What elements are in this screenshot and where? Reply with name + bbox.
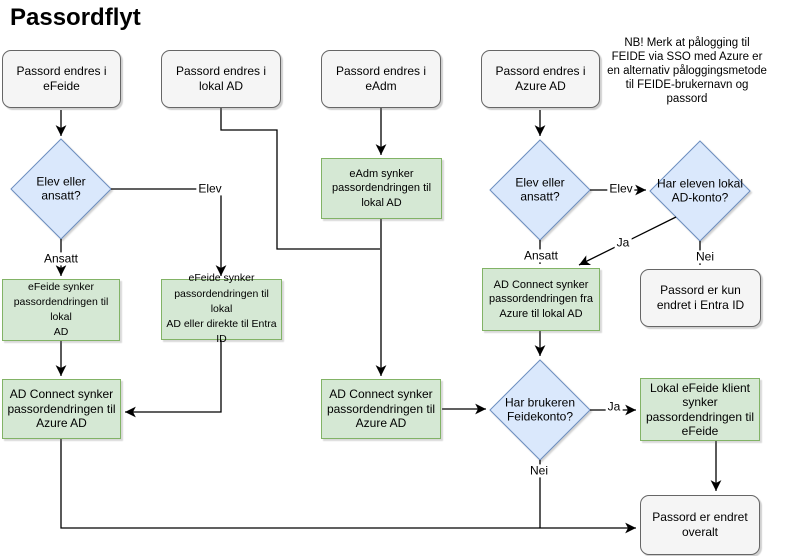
edge-adconnect-left-to-overalt [60, 439, 636, 534]
edge-label-ansatt-right: Ansatt [521, 248, 561, 263]
edge-efeide-entra-to-adconnect [124, 340, 222, 418]
edge-label-ansatt-left: Ansatt [41, 251, 81, 266]
edge-label-nei-feidekonto: Nei [527, 463, 551, 478]
node-efeide-synk-lokal-ad: eFeide synker passordendringen til lokal… [2, 279, 120, 341]
edge-elev-left-to-efeide-entra [111, 188, 227, 276]
edge-label-elev-right: Elev [607, 181, 635, 196]
decision-elev-lokal-adkonto-shape [649, 140, 751, 242]
node-start-efeide: Passord endres i eFeide [2, 50, 121, 108]
node-start-eadm: Passord endres i eAdm [321, 50, 441, 108]
node-adconnect-til-azure-left: AD Connect synker passordendringen til A… [2, 379, 121, 439]
edge-label-ja-feidekonto: Ja [605, 399, 623, 414]
edge-label-ja-diagonal: Ja [614, 235, 632, 250]
note-text: NB! Merk at pålogging til FEIDE via SSO … [607, 37, 767, 105]
node-start-azure-ad: Passord endres i Azure AD [481, 50, 600, 108]
node-result-entra-only: Passord er kun endret i Entra ID [640, 269, 761, 327]
node-result-overalt: Passord er endret overalt [640, 495, 760, 555]
edge-lokalad-merge [220, 108, 380, 250]
node-lokal-efeide-klient: Lokal eFeide klient synker passordendrin… [640, 378, 760, 441]
edge-label-elev-left: Elev [196, 181, 224, 196]
decision-feidekonto-shape [489, 359, 591, 461]
decision-elev-ansatt-left-shape [10, 138, 112, 240]
node-start-lokal-ad: Passord endres i lokal AD [161, 50, 281, 108]
node-eadm-synk-lokal-ad: eAdm synker passordendringen til lokal A… [321, 158, 442, 219]
decision-elev-ansatt-right-shape [489, 139, 591, 241]
node-efeide-synk-lokal-ad-entra: eFeide synker passordendringen til lokal… [161, 272, 282, 345]
node-adconnect-fra-azure: AD Connect synker passordendringen fra A… [482, 268, 600, 331]
node-adconnect-til-azure-mid: AD Connect synker passordendringen til A… [321, 379, 441, 439]
page-title: Passordflyt [10, 4, 141, 31]
edge-label-nei-adkonto: Nei [693, 249, 717, 264]
